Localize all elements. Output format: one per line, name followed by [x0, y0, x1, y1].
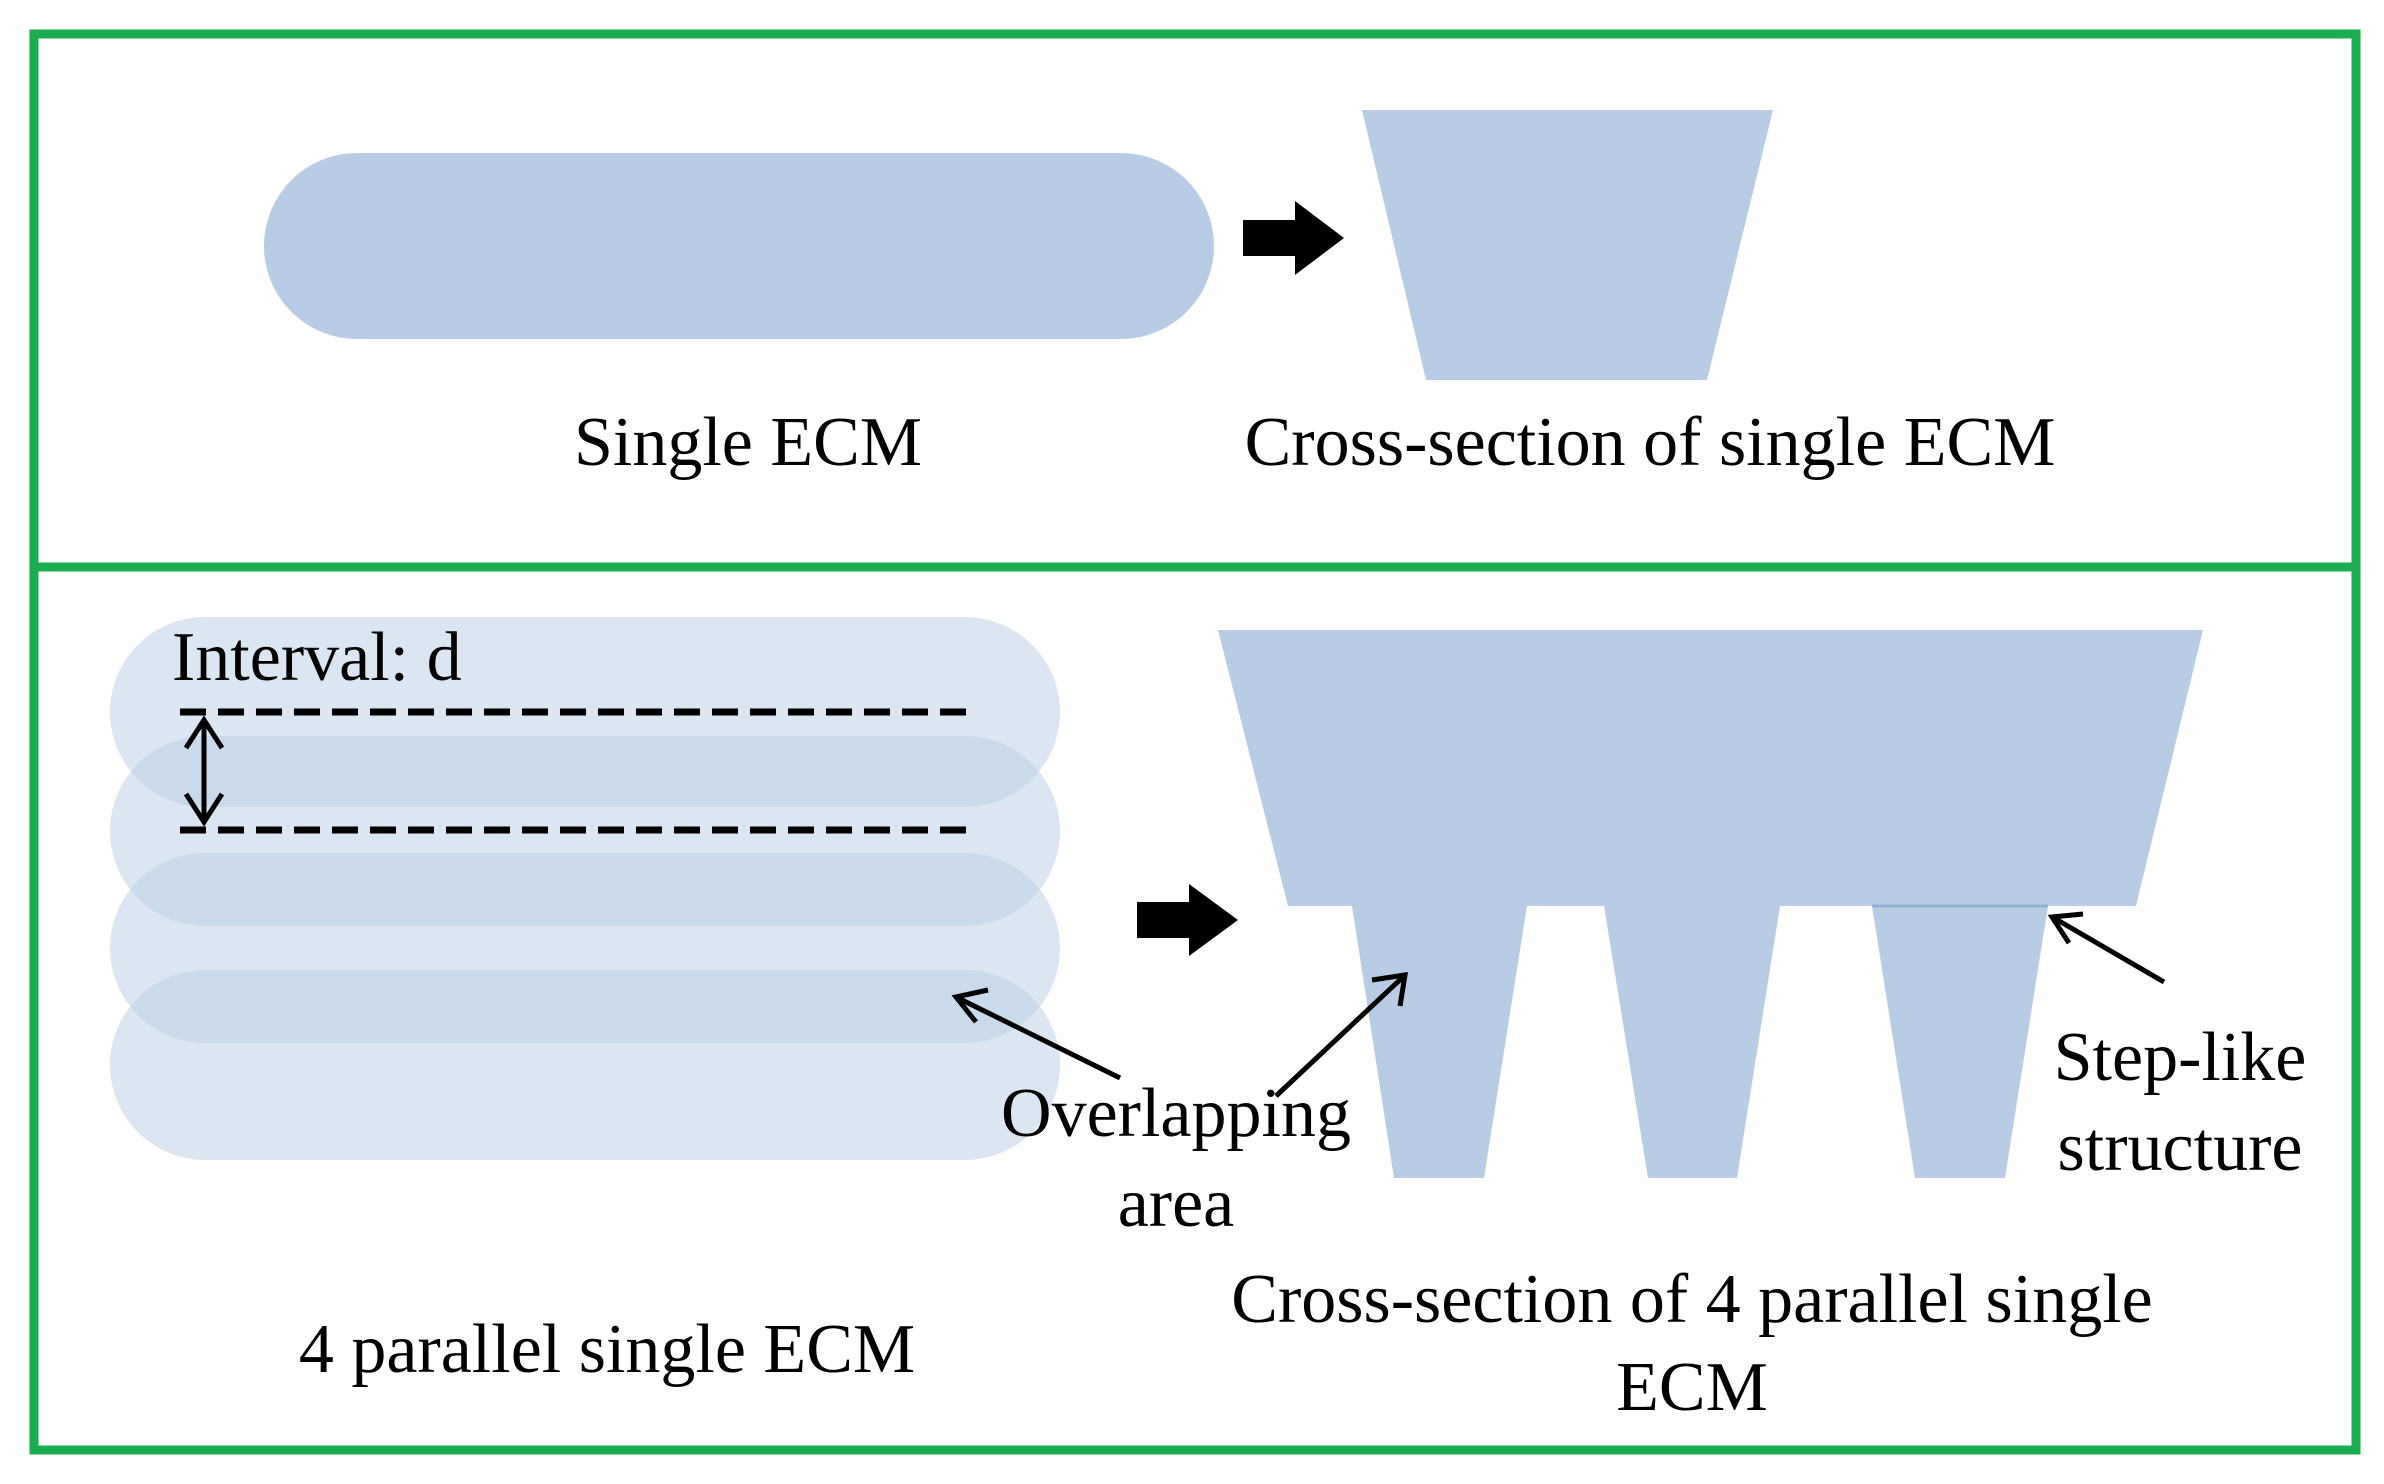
- interval-label: Interval: d: [172, 619, 462, 696]
- step-label-line1: Step-like: [2054, 1019, 2307, 1096]
- single-ecm-cross-section: [1362, 110, 1773, 380]
- interval-double-arrow: [183, 715, 225, 827]
- parallel-ecm-group: [110, 617, 1060, 1160]
- parallel-cross-section-label-line2: ECM: [1616, 1349, 1768, 1426]
- parallel-ecm-4: [110, 970, 1060, 1160]
- step-label-line2: structure: [2058, 1109, 2303, 1186]
- right-arrow-top: [1243, 201, 1344, 275]
- overlap-label-line2: area: [1118, 1165, 1235, 1242]
- overlap-label-line1: Overlapping: [1001, 1075, 1351, 1152]
- cross-section-tooth-2: [1604, 906, 1780, 1178]
- step-pointer-arrowhead: [2047, 911, 2084, 945]
- cross-section-top-block: [1218, 630, 2203, 906]
- single-ecm-shape: [264, 153, 1214, 339]
- overlap-pointer-arrowhead-left: [951, 987, 989, 1024]
- parallel-ecm-label: 4 parallel single ECM: [299, 1311, 915, 1388]
- right-arrow-bottom: [1137, 884, 1238, 956]
- overlap-pointer-arrow-right: [1274, 974, 1406, 1098]
- cross-section-tooth-3: [1872, 906, 2048, 1178]
- overlap-pointer-arrow-left: [956, 995, 1122, 1081]
- single-ecm-cross-section-label: Cross-section of single ECM: [1245, 404, 2056, 481]
- overlap-pointer-arrowhead-right: [1371, 972, 1409, 1007]
- parallel-cross-section-label-line1: Cross-section of 4 parallel single: [1231, 1261, 2152, 1338]
- single-ecm-label: Single ECM: [574, 404, 922, 481]
- cross-section-tooth-1: [1352, 906, 1527, 1178]
- step-pointer-arrow: [2052, 915, 2166, 985]
- bottom-panel-frame: [29, 562, 2361, 1455]
